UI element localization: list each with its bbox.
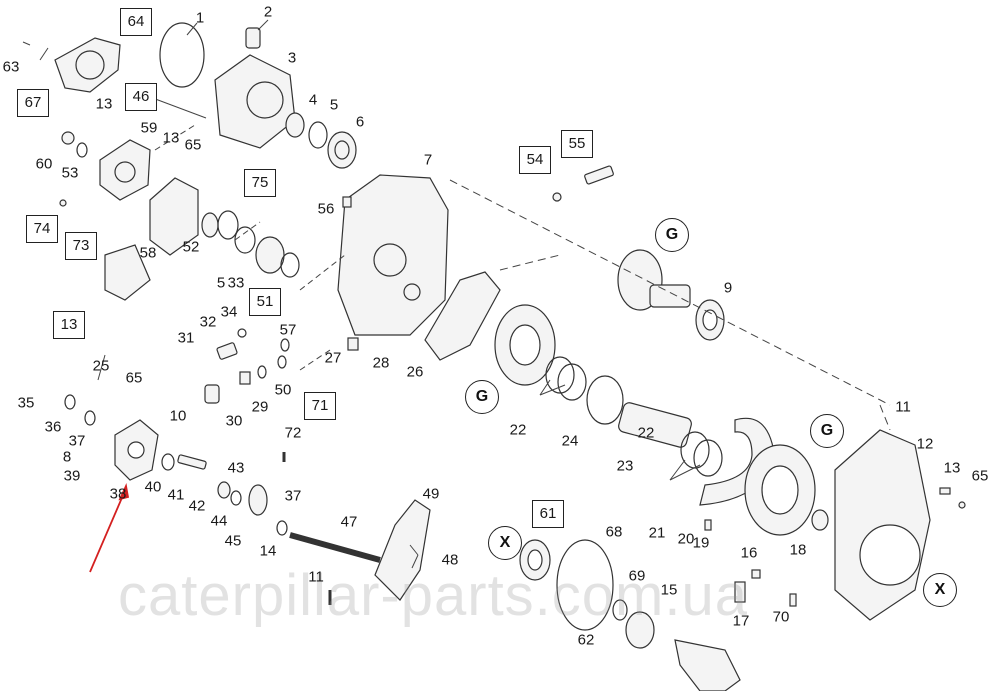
callout-69: 69: [628, 567, 646, 585]
callout-28: 28: [372, 354, 390, 372]
callout-35: 35: [17, 394, 35, 412]
callout-63: 63: [2, 58, 20, 76]
callout-37: 37: [284, 487, 302, 505]
callout-6: 6: [355, 113, 365, 131]
boxed-callout-55: 55: [561, 130, 593, 158]
callout-22: 22: [509, 421, 527, 439]
callout-2: 2: [263, 3, 273, 21]
boxed-callout-73: 73: [65, 232, 97, 260]
boxed-callout-61: 61: [532, 500, 564, 528]
callout-5: 5: [329, 96, 339, 114]
callout-7: 7: [423, 151, 433, 169]
callout-65: 65: [184, 136, 202, 154]
callout-20: 20: [677, 530, 695, 548]
circle-marker-x: X: [488, 526, 522, 560]
callout-23: 23: [616, 457, 634, 475]
callout-39: 39: [63, 467, 81, 485]
callout-59: 59: [140, 119, 158, 137]
callout-30: 30: [225, 412, 243, 430]
circle-marker-x: X: [923, 573, 957, 607]
callout-38: 38: [109, 485, 127, 503]
callout-47: 47: [340, 513, 358, 531]
callout-52: 52: [182, 238, 200, 256]
callout-34: 34: [220, 303, 238, 321]
callout-33: 33: [227, 274, 245, 292]
callout-26: 26: [406, 363, 424, 381]
callout-19: 19: [692, 534, 710, 552]
callout-41: 41: [167, 486, 185, 504]
callout-27: 27: [324, 349, 342, 367]
callout-13: 13: [943, 459, 961, 477]
callout-65: 65: [971, 467, 989, 485]
boxed-callout-75: 75: [244, 169, 276, 197]
watermark: caterpillar-parts.com.ua: [118, 563, 748, 628]
callout-72: 72: [284, 424, 302, 442]
callout-10: 10: [169, 407, 187, 425]
callout-48: 48: [441, 551, 459, 569]
callout-24: 24: [561, 432, 579, 450]
callout-9: 9: [723, 279, 733, 297]
callout-25: 25: [92, 357, 110, 375]
boxed-callout-46: 46: [125, 83, 157, 111]
callout-62: 62: [577, 631, 595, 649]
circle-marker-g: G: [465, 380, 499, 414]
callout-11: 11: [308, 568, 324, 586]
callout-43: 43: [227, 459, 245, 477]
callout-32: 32: [199, 313, 217, 331]
callout-45: 45: [224, 532, 242, 550]
callout-18: 18: [789, 541, 807, 559]
callout-29: 29: [251, 398, 269, 416]
callout-56: 56: [317, 200, 335, 218]
callout-14: 14: [259, 542, 277, 560]
callout-68: 68: [605, 523, 623, 541]
callout-44: 44: [210, 512, 228, 530]
callout-65: 65: [125, 369, 143, 387]
callout-53: 53: [61, 164, 79, 182]
callout-16: 16: [740, 544, 758, 562]
callout-12: 12: [916, 435, 934, 453]
callout-49: 49: [422, 485, 440, 503]
boxed-callout-71: 71: [304, 392, 336, 420]
callout-60: 60: [35, 155, 53, 173]
callout-58: 58: [139, 244, 157, 262]
boxed-callout-51: 51: [249, 288, 281, 316]
callout-37: 37: [68, 432, 86, 450]
boxed-callout-54: 54: [519, 146, 551, 174]
callout-36: 36: [44, 418, 62, 436]
circle-marker-g: G: [810, 414, 844, 448]
boxed-callout-74: 74: [26, 215, 58, 243]
callout-22: 22: [637, 424, 655, 442]
boxed-callout-67: 67: [17, 89, 49, 117]
callout-57: 57: [279, 321, 297, 339]
callout-42: 42: [188, 497, 206, 515]
callout-13: 13: [162, 129, 180, 147]
callout-4: 4: [308, 91, 318, 109]
callout-70: 70: [772, 608, 790, 626]
callout-31: 31: [177, 329, 195, 347]
callout-5: 5: [216, 274, 226, 292]
callout-3: 3: [287, 49, 297, 67]
callout-13: 13: [95, 95, 113, 113]
callout-40: 40: [144, 478, 162, 496]
part-oring-1: [159, 22, 205, 88]
callout-8: 8: [62, 448, 72, 466]
callout-21: 21: [648, 524, 666, 542]
circle-marker-g: G: [655, 218, 689, 252]
callout-11: 11: [895, 398, 911, 416]
callout-50: 50: [274, 381, 292, 399]
callout-17: 17: [732, 612, 750, 630]
callout-1: 1: [195, 9, 205, 27]
callout-15: 15: [660, 581, 678, 599]
boxed-callout-64: 64: [120, 8, 152, 36]
boxed-callout-13: 13: [53, 311, 85, 339]
